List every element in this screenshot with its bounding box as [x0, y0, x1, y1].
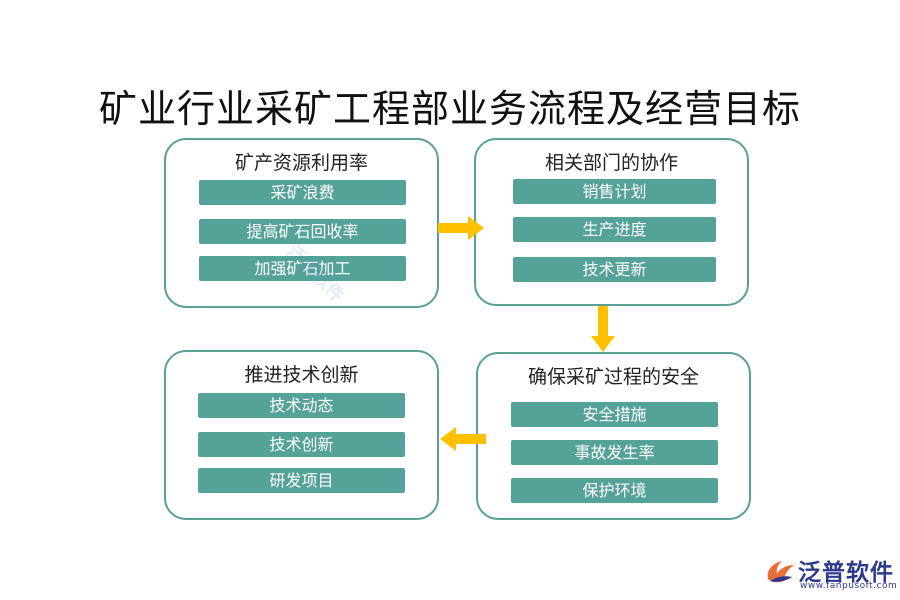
card-title: 确保采矿过程的安全 [527, 366, 699, 388]
item-box: 保护环境 [511, 478, 718, 503]
card-department-collaboration: 相关部门的协作 销售计划 生产进度 技术更新 [474, 138, 749, 306]
card-mining-safety: 确保采矿过程的安全 安全措施 事故发生率 保护环境 [476, 352, 751, 520]
page-title: 矿业行业采矿工程部业务流程及经营目标 [98, 87, 801, 131]
item-box: 加强矿石加工 [199, 256, 406, 281]
item-box: 生产进度 [513, 217, 716, 242]
card-title: 相关部门的协作 [544, 152, 678, 174]
arrow-right-icon [438, 216, 484, 240]
item-box: 技术更新 [513, 257, 716, 282]
logo-icon [767, 561, 794, 583]
brand-logo: 泛普软件 www.fanpusoft.com [760, 553, 898, 595]
card-tech-innovation: 推进技术创新 技术动态 技术创新 研发项目 [164, 350, 439, 520]
item-box: 安全措施 [511, 402, 718, 427]
item-box: 技术动态 [198, 393, 405, 418]
item-box: 技术创新 [198, 432, 405, 457]
logo-url: www.fanpusoft.com [800, 581, 898, 591]
item-box: 研发项目 [198, 468, 405, 493]
card-title: 矿产资源利用率 [234, 152, 368, 174]
item-box: 事故发生率 [511, 440, 718, 465]
arrow-down-icon [591, 306, 615, 352]
card-resource-utilization: 矿产资源利用率 采矿浪费 提高矿石回收率 加强矿石加工 [164, 138, 439, 308]
item-box: 销售计划 [513, 179, 716, 204]
arrow-left-icon [440, 427, 486, 451]
item-box: 采矿浪费 [199, 180, 406, 205]
card-title: 推进技术创新 [244, 364, 359, 386]
logo-name: 泛普软件 [798, 560, 894, 586]
item-box: 提高矿石回收率 [199, 219, 406, 244]
